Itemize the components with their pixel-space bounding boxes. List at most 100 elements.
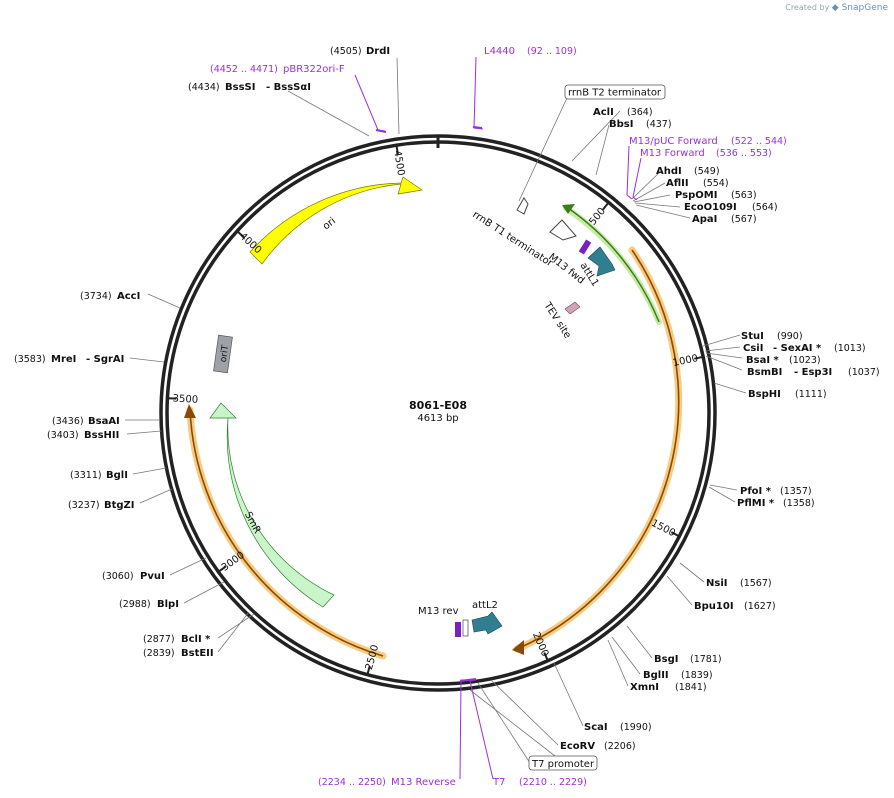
feature-m13-fwd-box[interactable]	[578, 239, 592, 255]
enzyme-pos: (1357)	[780, 486, 812, 497]
enzyme-pos: (1627)	[744, 601, 776, 612]
primer-name[interactable]: M13/pUC Forward	[629, 136, 718, 147]
enzyme-name[interactable]: ApaI	[692, 214, 717, 225]
feature-orit-box[interactable]	[213, 334, 233, 374]
feature-rrnb-t1-label: rrnB T1 terminator	[470, 209, 555, 269]
enzyme-name[interactable]: AclI	[593, 107, 614, 118]
enzyme-name[interactable]: EcoO109I	[684, 202, 737, 213]
primer-name[interactable]: T7	[492, 777, 505, 788]
plasmid-size: 4613 bp	[417, 413, 458, 424]
snapgene-logo: ◆ SnapGene	[831, 3, 888, 13]
enzyme-name[interactable]: StuI	[741, 331, 764, 342]
enzyme-name[interactable]: PvuI	[140, 571, 165, 582]
primer-range: (4452 .. 4471)	[210, 64, 278, 75]
enzyme-name[interactable]: BlpI	[157, 599, 179, 610]
tick-label: 1500	[649, 518, 677, 539]
primer-ticks	[375, 126, 483, 682]
feature-attl1-arrow[interactable]	[587, 246, 616, 277]
feature-orit-label: oriT	[219, 344, 231, 363]
enzyme-name[interactable]: BsaI *	[746, 355, 780, 366]
enzyme-pos: (990)	[777, 331, 803, 342]
enzyme-name[interactable]: PflMI *	[737, 498, 775, 509]
enzyme-name[interactable]: BssSI	[225, 82, 255, 93]
enzyme-name[interactable]: BspHI	[748, 389, 781, 400]
tick-label: 1000	[672, 353, 699, 369]
feature-smr-arrow[interactable]	[209, 402, 335, 608]
enzyme-name-alt[interactable]: - SgrAI	[86, 354, 124, 365]
enzyme-pos: (4505)	[330, 46, 362, 57]
enzyme-name[interactable]: EcoRV	[560, 741, 595, 752]
rrnb-t2-label: rrnB T2 terminator	[568, 88, 662, 99]
enzyme-name[interactable]: BbsI	[609, 119, 633, 130]
enzyme-name-alt[interactable]: - Esp3I	[794, 367, 832, 378]
enzyme-name[interactable]: BtgZI	[104, 500, 135, 511]
feature-ori-label: ori	[321, 216, 338, 233]
feature-rrnb-t1-arrow[interactable]	[549, 219, 577, 241]
enzyme-pos: (2877)	[143, 634, 175, 645]
feature-ori-arrow[interactable]	[249, 176, 423, 265]
enzyme-pos: (3237)	[68, 500, 100, 511]
enzyme-name[interactable]: BglII	[643, 670, 669, 681]
enzyme-pos: (1567)	[740, 578, 772, 589]
enzyme-pos: (564)	[752, 202, 778, 213]
primer-range: (522 .. 544)	[731, 136, 787, 147]
enzyme-name[interactable]: BsmBI	[747, 367, 782, 378]
watermark-brand: SnapGene	[841, 3, 888, 13]
enzyme-pos: (1358)	[783, 498, 815, 509]
feature-tev-arrow[interactable]	[564, 301, 581, 315]
enzyme-pos: (3734)	[80, 291, 112, 302]
feature-orange-arrow-right[interactable]	[516, 249, 680, 650]
primer-range: (2210 .. 2229)	[519, 777, 587, 788]
enzyme-labels: (4505) DrdI (4434) BssSI - BssSαI AclI (…	[14, 46, 880, 752]
enzyme-name[interactable]: Bpu10I	[694, 601, 734, 612]
tick-mark	[218, 565, 227, 573]
feature-green-arrowhead	[562, 204, 575, 214]
primer-name[interactable]: L4440	[484, 46, 515, 57]
t7-promoter-box[interactable]: T7 promoter	[528, 755, 598, 771]
enzyme-name[interactable]: PspOMI	[675, 190, 717, 201]
enzyme-name[interactable]: AccI	[117, 291, 140, 302]
enzyme-name[interactable]: ScaI	[584, 722, 608, 733]
tick-mark	[602, 202, 609, 211]
enzyme-pos: (1013)	[834, 343, 866, 354]
plasmid-name: 8061-E08	[409, 399, 467, 412]
feature-green-arrow[interactable]	[567, 207, 660, 323]
enzyme-name[interactable]: XmnI	[630, 682, 659, 693]
feature-attl2-arrow[interactable]	[471, 611, 503, 635]
enzyme-name[interactable]: BstEII	[181, 648, 214, 659]
feature-orange-arrowhead-left	[184, 404, 196, 418]
tick-mark	[694, 356, 703, 360]
enzyme-name[interactable]: BssHII	[84, 430, 119, 441]
enzyme-pos: (3060)	[102, 571, 134, 582]
enzyme-pos: (3311)	[70, 470, 102, 481]
enzyme-name[interactable]: PfoI *	[740, 486, 772, 497]
enzyme-name[interactable]: BsaAI	[88, 416, 120, 427]
feature-orange-arrow-left[interactable]	[189, 409, 384, 657]
primer-name[interactable]: pBR322ori-F	[283, 64, 345, 75]
enzyme-name[interactable]: DrdI	[366, 46, 390, 57]
enzyme-name[interactable]: AflII	[666, 178, 689, 189]
enzyme-pos: (1111)	[795, 389, 827, 400]
enzyme-pos: (364)	[627, 107, 653, 118]
primer-name[interactable]: M13 Forward	[640, 148, 705, 159]
enzyme-pos: (1781)	[690, 654, 722, 665]
enzyme-name[interactable]: CsiI	[743, 343, 763, 354]
enzyme-name[interactable]: BglI	[106, 470, 128, 481]
enzyme-name[interactable]: AhdI	[656, 166, 682, 177]
tick-label: 4500	[391, 150, 406, 177]
enzyme-pos: (3403)	[47, 430, 79, 441]
enzyme-name[interactable]: MreI	[51, 354, 76, 365]
enzyme-name-alt[interactable]: - BssSαI	[266, 82, 311, 93]
feature-rrnb-t2-arrow[interactable]	[516, 197, 529, 215]
rrnb-t2-box[interactable]: rrnB T2 terminator	[564, 84, 666, 100]
enzyme-name[interactable]: NsiI	[706, 578, 727, 589]
enzyme-name-alt[interactable]: - SexAI *	[773, 343, 822, 354]
enzyme-pos: (1990)	[620, 722, 652, 733]
primer-range: (536 .. 553)	[716, 148, 772, 159]
enzyme-name[interactable]: BclI *	[181, 634, 211, 645]
enzyme-pos: (549)	[694, 166, 720, 177]
primer-name[interactable]: M13 Reverse	[391, 777, 456, 788]
enzyme-name[interactable]: BsgI	[654, 654, 678, 665]
feature-m13-rev-box[interactable]	[455, 622, 461, 637]
